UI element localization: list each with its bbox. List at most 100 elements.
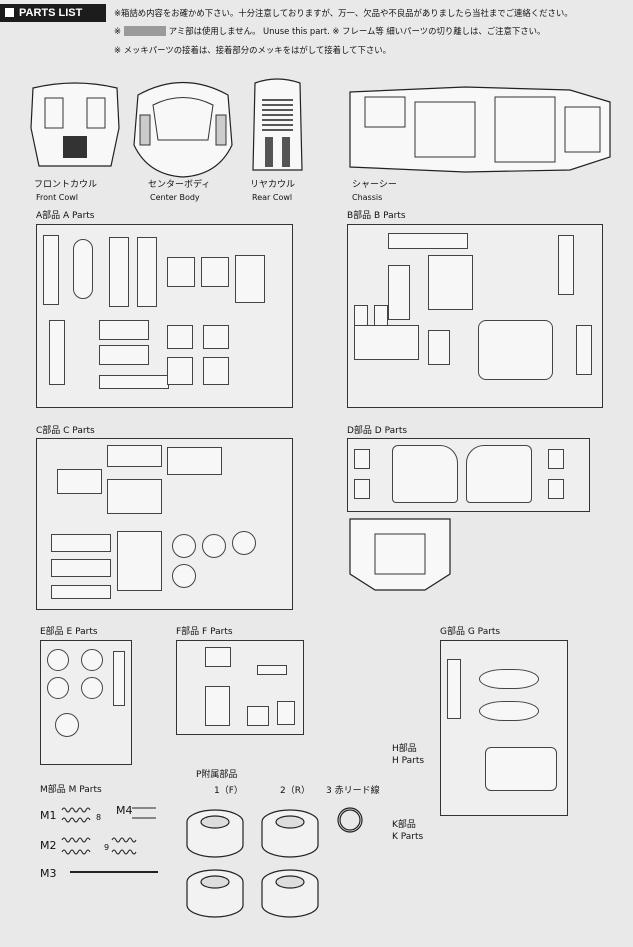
- note-chrome-glue: ※ メッキパーツの接着は、接着部分のメッキをはがして接着して下さい。: [114, 45, 392, 55]
- rear-cowl-drawing: [252, 78, 303, 171]
- part-b-13: [354, 325, 419, 360]
- part-e-3: [55, 713, 79, 737]
- rear-cowl-en: Rear Cowl: [252, 193, 293, 202]
- sprue-c-label: C部品 C Parts: [36, 426, 95, 436]
- chassis-en: Chassis: [352, 193, 383, 202]
- center-body-jp: センターボディ: [148, 180, 211, 190]
- sprue-k-label: K部品: [392, 820, 416, 830]
- note-unused-text: アミ部は使用しません。 Unuse this part. ※ フレーム等 細いパ…: [168, 26, 546, 36]
- m-parts-springs: [61, 807, 158, 873]
- center-body-drawing: [133, 81, 233, 178]
- sprue-p-label: P附属部品: [196, 770, 238, 780]
- sprue-m-label: M部品 M Parts: [40, 785, 102, 795]
- part-a-1: [43, 235, 59, 305]
- part-b-39: [576, 325, 592, 375]
- tire-rear-label: 2（R）: [280, 786, 310, 796]
- sprue-b-label: B部品 B Parts: [347, 211, 406, 221]
- part-d-1: [392, 445, 458, 503]
- front-cowl-drawing: [30, 82, 120, 167]
- part-d-3: [354, 479, 370, 499]
- part-m1-label: M1: [40, 809, 57, 822]
- part-e-1b: [81, 649, 103, 671]
- tires-and-lead-drawing: [186, 807, 363, 918]
- part-g-6: [479, 701, 539, 721]
- sprue-h-label: H部品: [392, 744, 417, 754]
- chassis-drawing: [349, 86, 611, 173]
- part-a-2: [73, 239, 93, 299]
- part-g-5: [479, 669, 539, 689]
- lead-wire-label: 3 赤リード線: [326, 786, 380, 796]
- part-a-15b: [203, 325, 229, 349]
- part-c-25a: [172, 534, 196, 558]
- part-m-9-number: 9: [104, 843, 110, 852]
- sprue-c-frame: [36, 438, 293, 610]
- rear-cowl-jp: リヤカウル: [250, 180, 296, 190]
- part-c-28: [232, 531, 256, 555]
- sprue-f-frame: [176, 640, 304, 735]
- sprue-h-label-en: H Parts: [392, 756, 425, 766]
- sprue-k-label-en: K Parts: [392, 832, 424, 842]
- sprue-f-label: F部品 F Parts: [176, 627, 233, 637]
- part-c-25b: [172, 564, 196, 588]
- part-b-11: [428, 255, 473, 310]
- sprue-e-frame: [40, 640, 132, 765]
- part-f-10: [277, 701, 295, 725]
- page-title: PARTS LIST: [19, 7, 83, 19]
- part-d-7-drawing: [349, 518, 451, 591]
- part-b-10: [388, 233, 468, 249]
- part-a-3: [109, 237, 129, 307]
- part-a-14b: [201, 257, 229, 287]
- part-d-2: [466, 445, 532, 503]
- note-check-contents: ※箱詰め内容をお確かめ下さい。十分注意しておりますが、万一、欠品や不良品がありま…: [114, 8, 573, 18]
- sprue-g-frame: [440, 640, 568, 816]
- sprue-e-label: E部品 E Parts: [40, 627, 98, 637]
- part-m2-label: M2: [40, 839, 57, 852]
- sprue-b-frame: [347, 224, 603, 408]
- part-a-4: [137, 237, 157, 307]
- sprue-d-label: D部品 D Parts: [347, 426, 408, 436]
- part-g-1: [485, 747, 557, 791]
- part-a-16b: [203, 357, 229, 385]
- chassis-jp: シャーシー: [352, 180, 397, 190]
- sprue-a-label: A部品 A Parts: [36, 211, 95, 221]
- center-body-en: Center Body: [150, 193, 200, 202]
- part-c-11: [51, 534, 111, 552]
- part-m4-label: M4: [116, 804, 133, 817]
- part-f-16: [257, 665, 287, 675]
- part-e-2b: [81, 677, 103, 699]
- note-unused-part: ※ アミ部は使用しません。 Unuse this part. ※ フレーム等 細…: [114, 26, 545, 37]
- part-f-3: [205, 686, 230, 726]
- mesh-sample: [123, 26, 166, 36]
- part-d-4: [354, 449, 370, 469]
- part-a-16a: [167, 357, 193, 385]
- sprue-a-frame: [36, 224, 293, 408]
- part-c-14: [117, 531, 162, 591]
- part-a-10: [99, 375, 169, 389]
- part-b-14: [428, 330, 450, 365]
- part-d-5: [548, 479, 564, 499]
- part-a-5: [49, 320, 65, 385]
- part-b-37: [478, 320, 553, 380]
- part-b-9: [388, 265, 410, 320]
- part-e-4: [113, 651, 125, 706]
- part-e-1a: [47, 649, 69, 671]
- part-a-14a: [167, 257, 195, 287]
- part-e-2a: [47, 677, 69, 699]
- part-a-12: [99, 320, 149, 340]
- part-m3-label: M3: [40, 867, 57, 880]
- square-icon: [5, 8, 14, 17]
- part-c-16: [167, 447, 222, 475]
- part-m-8-number: 8: [96, 813, 102, 822]
- part-c-12: [51, 559, 111, 577]
- parts-list-header: PARTS LIST: [0, 4, 106, 22]
- part-g-2: [447, 659, 461, 719]
- part-c-26: [202, 534, 226, 558]
- front-cowl-en: Front Cowl: [36, 193, 79, 202]
- part-c-13: [51, 585, 111, 599]
- sprue-d-frame: [347, 438, 590, 512]
- part-d-6: [548, 449, 564, 469]
- sprue-g-label: G部品 G Parts: [440, 627, 501, 637]
- note-mark: ※: [114, 26, 124, 36]
- part-b-31: [558, 235, 574, 295]
- part-a-19: [235, 255, 265, 303]
